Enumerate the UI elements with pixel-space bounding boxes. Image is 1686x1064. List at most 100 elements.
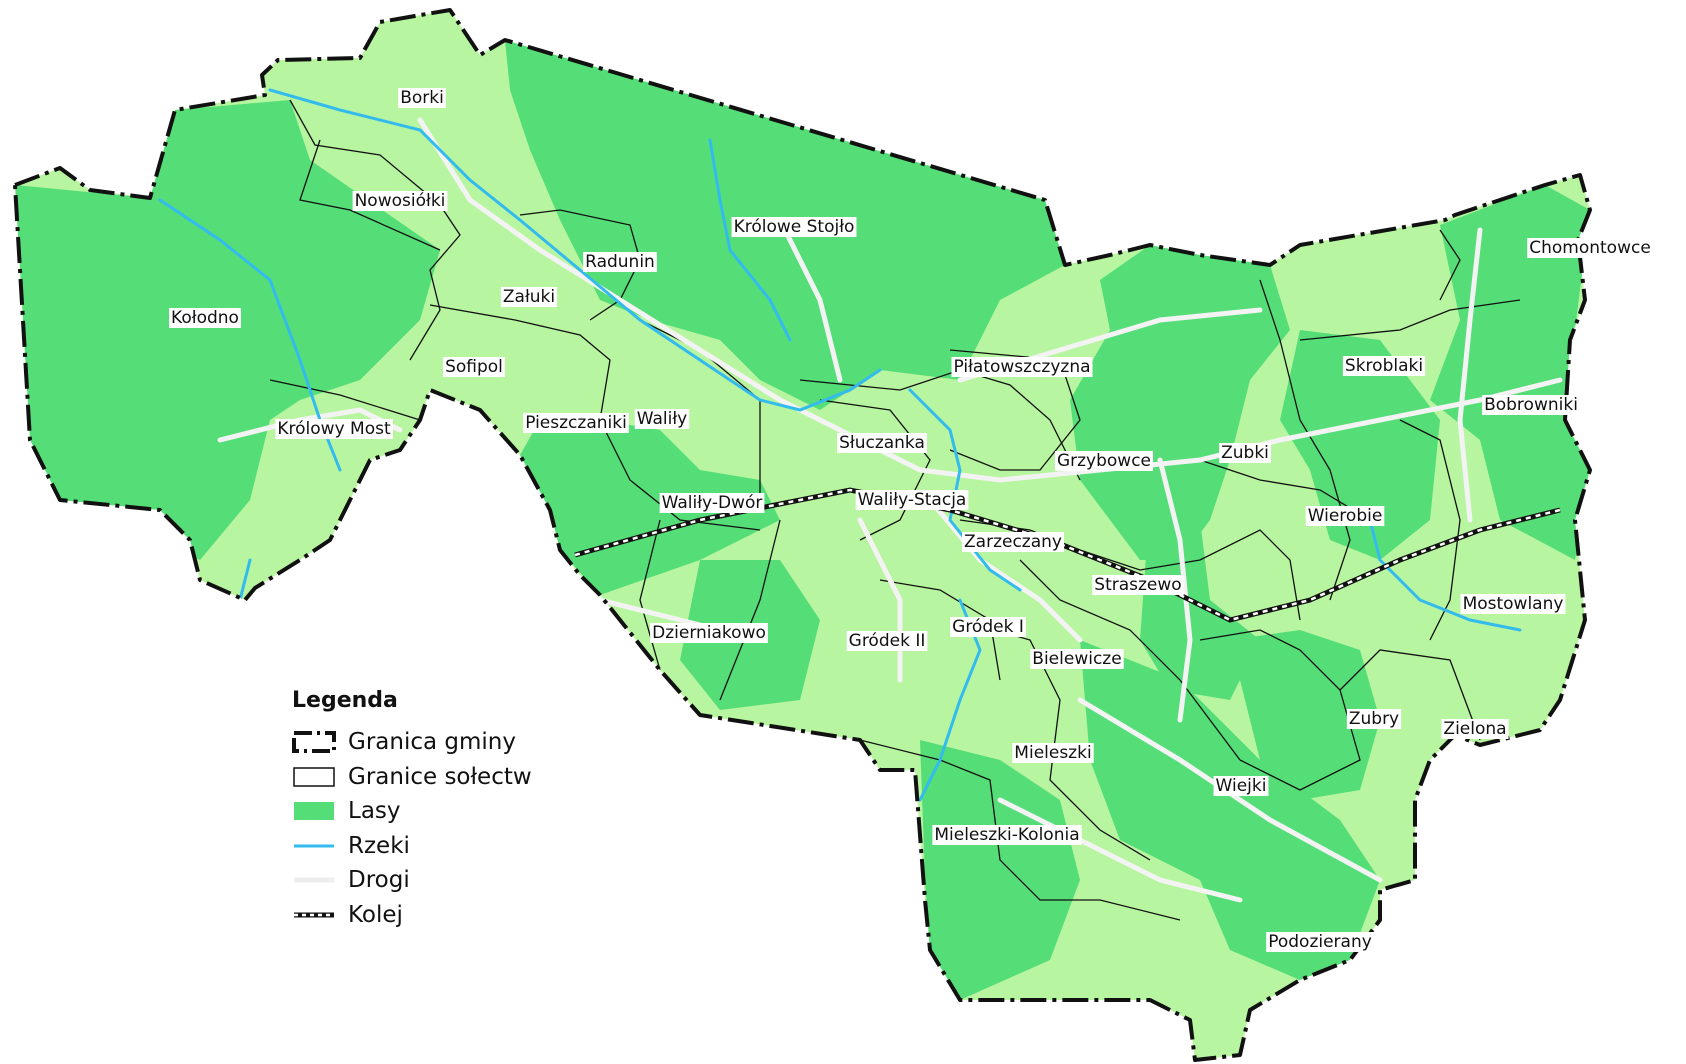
label-background	[837, 433, 927, 453]
village-name: Kołodno	[171, 308, 239, 328]
village-name: Podozierany	[1268, 932, 1372, 952]
legend-item-gmina: Granica gminy	[292, 725, 592, 760]
forest-area	[15, 100, 440, 560]
village-label: Kołodno	[169, 308, 241, 328]
label-background	[1346, 709, 1402, 729]
solectwo-boundary	[719, 519, 781, 701]
village-label: Pieszczaniki	[523, 413, 629, 433]
village-label: Zubki	[1219, 443, 1271, 463]
label-background	[583, 252, 657, 272]
label-background	[1092, 575, 1184, 595]
solectwo-boundary	[1199, 459, 1371, 521]
village-label: Gródek II	[846, 631, 928, 651]
village-name: Straszewo	[1094, 575, 1181, 595]
village-name: Waliły-Stacja	[858, 490, 967, 510]
village-name: Zubki	[1221, 443, 1269, 463]
village-name: Gródek I	[952, 617, 1024, 637]
village-label: Zubry	[1346, 709, 1402, 729]
road	[857, 517, 903, 683]
legend-label: Rzeki	[348, 832, 410, 859]
forest-area	[1430, 185, 1590, 560]
village-name: Grzybowce	[1057, 451, 1151, 471]
label-background	[1527, 238, 1653, 258]
label-background	[352, 191, 448, 211]
road	[997, 797, 1243, 903]
village-label: Waliły-Dwór	[659, 493, 765, 513]
label-background	[1219, 443, 1271, 463]
solectwo-boundary	[519, 209, 641, 321]
label-background	[634, 409, 690, 429]
village-label: Bobrowniki	[1482, 395, 1580, 415]
village-name: Zarzeczany	[964, 532, 1062, 552]
solectwo-boundary	[819, 399, 931, 541]
village-name: Skroblaki	[1345, 356, 1423, 376]
river	[708, 138, 792, 342]
solectwo-boundary	[299, 139, 441, 251]
label-background	[523, 413, 629, 433]
village-name: Wiejki	[1216, 776, 1267, 796]
village-name: Dzierniakowo	[652, 623, 766, 643]
village-name: Nowosiółki	[355, 191, 446, 211]
village-name: Gródek II	[849, 631, 926, 651]
village-name: Bobrowniki	[1484, 395, 1578, 415]
legend-item-rzeki: Rzeki	[292, 829, 592, 864]
road	[1457, 227, 1483, 523]
railway-dash	[574, 488, 1561, 622]
village-label: Dzierniakowo	[650, 623, 768, 643]
solectwo-boundary	[1399, 419, 1461, 641]
river	[268, 88, 882, 412]
legend-item-drogi: Drogi	[292, 863, 592, 898]
village-label: Królowe Stojło	[731, 217, 857, 237]
village-label: Nowosiółki	[352, 191, 448, 211]
village-name: Waliły	[637, 409, 687, 429]
village-name: Królowe Stojło	[734, 217, 855, 237]
village-name: Piłatowszczyzna	[953, 357, 1090, 377]
label-background	[855, 490, 969, 510]
village-label: Wiejki	[1213, 776, 1269, 796]
river	[1368, 518, 1522, 632]
forest-area	[920, 740, 1080, 1000]
label-background	[1342, 356, 1426, 376]
forest-area	[1230, 630, 1380, 800]
legend: Legenda Granica gminy Granice sołectw La…	[292, 688, 592, 932]
label-background	[1030, 649, 1124, 669]
label-background	[932, 825, 1082, 845]
solectwo-boundary	[1259, 279, 1351, 601]
label-background	[443, 357, 505, 377]
village-name: Radunin	[585, 252, 655, 272]
green-fill-icon	[292, 800, 336, 822]
forest-area	[1280, 330, 1440, 560]
label-background	[1012, 743, 1094, 763]
railway-icon	[292, 904, 336, 926]
legend-label: Granice sołectw	[348, 763, 532, 790]
label-background	[951, 357, 1093, 377]
legend-item-kolej: Kolej	[292, 898, 592, 933]
forest-area	[1070, 245, 1290, 560]
village-label: Zielona	[1441, 719, 1509, 739]
label-background	[398, 88, 446, 108]
village-label: Chomontowce	[1527, 238, 1653, 258]
village-label: Zarzeczany	[962, 532, 1064, 552]
road	[1157, 457, 1193, 723]
village-name: Chomontowce	[1529, 238, 1651, 258]
village-name: Waliły-Dwór	[662, 493, 763, 513]
village-label: Sofipol	[443, 357, 505, 377]
legend-item-lasy: Lasy	[292, 794, 592, 829]
thin-border-icon	[292, 766, 336, 788]
village-label: Mostowlany	[1460, 594, 1566, 614]
label-background	[1482, 395, 1580, 415]
village-name: Mieleszki	[1014, 743, 1091, 763]
label-background	[1054, 451, 1154, 471]
solectwo-boundary	[639, 319, 761, 510]
solectwo-boundary	[1439, 229, 1461, 301]
road	[777, 217, 843, 383]
village-label: Królowy Most	[275, 419, 393, 439]
white-line-icon	[292, 869, 336, 891]
village-name: Wierobie	[1308, 506, 1383, 526]
label-background	[846, 631, 928, 651]
village-name: Królowy Most	[277, 419, 391, 439]
dashed-border-icon	[292, 731, 336, 754]
label-background	[950, 617, 1026, 637]
village-label: Mieleszki-Kolonia	[932, 825, 1082, 845]
road	[417, 117, 1563, 483]
